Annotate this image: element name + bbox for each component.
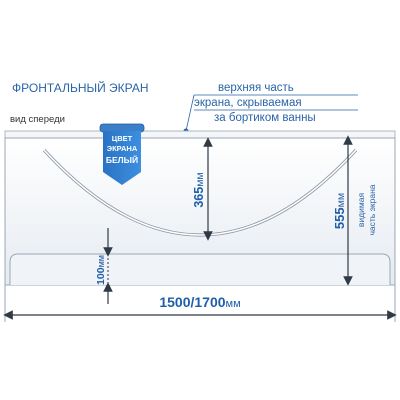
screen-panel	[4, 130, 396, 286]
dimension-width: 1500/1700мм	[3, 285, 397, 322]
note-leader-line	[185, 94, 195, 132]
screen-top-rim	[4, 130, 396, 139]
screen-plinth	[9, 253, 391, 285]
note-line-2: экрана, скрываемая	[194, 97, 302, 109]
visible-part-label-2: часть экрана	[367, 184, 377, 235]
width-value: 1500/1700	[159, 294, 225, 310]
page-title: ФРОНТАЛЬНЫЙ ЭКРАН	[12, 80, 149, 95]
plinth-unit: мм	[96, 255, 106, 267]
color-tag-clip	[99, 123, 145, 133]
color-tag-line-3: БЕЛЫЙ	[106, 154, 138, 165]
hidden-part-note: верхняя часть экрана, скрываемая за борт…	[183, 82, 358, 134]
total-height-unit: мм	[335, 193, 347, 207]
plinth-label: 100мм	[95, 255, 107, 285]
note-line-3: за бортиком ванны	[214, 112, 316, 124]
color-tag-ribbon	[103, 131, 141, 185]
note-line-1: верхняя часть	[218, 82, 294, 94]
arc-depth-value: 365	[192, 187, 206, 208]
color-tag-line-2: ЭКРАНА	[107, 144, 138, 153]
width-label: 1500/1700мм	[159, 294, 240, 310]
arc-depth-label: 365мм	[192, 172, 206, 207]
plinth-value: 100	[95, 267, 107, 285]
bath-arc-inner	[43, 149, 357, 236]
color-tag: ЦВЕТ ЭКРАНА БЕЛЫЙ	[99, 123, 145, 185]
color-tag-line-1: ЦВЕТ	[112, 134, 133, 143]
dimension-plinth: 100мм	[95, 228, 113, 304]
dimension-arc-depth: 365мм	[192, 137, 213, 241]
page-subtitle: вид спереди	[10, 114, 65, 125]
arc-depth-unit: мм	[194, 172, 206, 186]
total-height-value: 555	[332, 207, 347, 229]
visible-part-label-1: видимая	[356, 193, 366, 228]
total-height-label: 555мм	[332, 193, 347, 229]
dimension-total-height: 555мм видимая часть экрана	[332, 135, 377, 286]
width-unit: мм	[226, 298, 241, 310]
